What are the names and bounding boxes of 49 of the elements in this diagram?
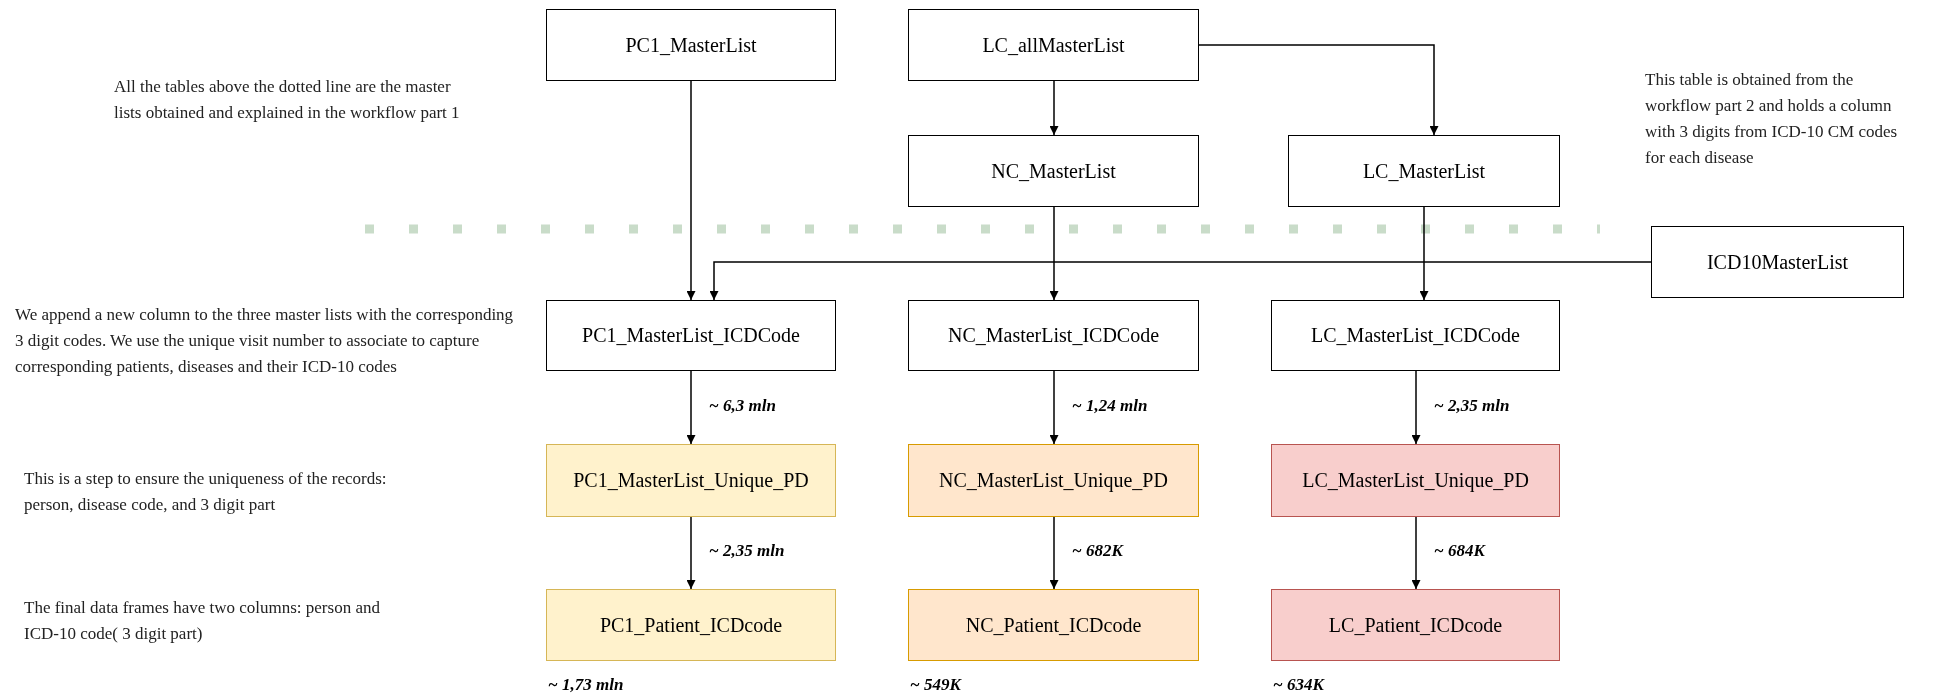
arrow: [1411, 516, 1421, 590]
arrow: [1049, 516, 1059, 590]
table-box: [908, 9, 1199, 81]
table-name: NC_MasterList_ICDCode: [947, 324, 1160, 347]
table-name: LC_MasterList: [1362, 159, 1486, 183]
table-box: [546, 444, 836, 517]
table-name: PC1_Patient_ICDcode: [599, 613, 783, 637]
table-name: ICD10MasterList: [1706, 250, 1849, 274]
table-name: PC1_MasterList_Unique_PD: [573, 469, 809, 492]
arrow: [686, 80, 696, 301]
table-name: LC_MasterList_ICDCode: [1311, 324, 1520, 347]
table-box: [1271, 300, 1560, 371]
annotation-note: We append a new column to the three master lists with the corresponding 3 digit codes. We use the unique visit number to associate to capture corresponding patients, diseases and their ICD-10 codes: [15, 304, 515, 378]
table-box: [1651, 226, 1904, 298]
row-count: ~ 634K: [1273, 675, 1324, 695]
table-name: LC_Patient_ICDcode: [1328, 613, 1503, 637]
arrow: [709, 261, 1652, 301]
annotation-note: This is a step to ensure the uniqueness of the records: person, disease code, and 3 digit part: [24, 468, 388, 516]
arrow: [1419, 206, 1429, 301]
arrow: [686, 516, 696, 590]
arrow: [1411, 370, 1421, 445]
table-name: NC_MasterList_Unique_PD: [939, 469, 1168, 492]
table-box: [546, 300, 836, 371]
edge-label: ~ 2,35 mln: [707, 541, 787, 561]
annotation-note: The final data frames have two columns: person and ICD-10 code( 3 digit part): [24, 597, 381, 645]
table-box: [546, 589, 836, 661]
annotation-note: This table is obtained from the workflow part 2 and holds a column with 3 digits from ICD-10 CM codes for each disease: [1645, 69, 1899, 169]
arrow: [1049, 206, 1059, 301]
table-name: LC_allMasterList: [982, 33, 1125, 57]
table-name: NC_Patient_ICDcode: [965, 613, 1142, 637]
table-box: [908, 444, 1199, 517]
table-box: [908, 300, 1199, 371]
table-box: [908, 589, 1199, 661]
table-box: [908, 135, 1199, 207]
arrow: [1198, 44, 1439, 136]
table-box: [1271, 444, 1560, 517]
row-count: ~ 549K: [910, 675, 961, 695]
annotation-note: All the tables above the dotted line are the master lists obtained and explained in the workflow part 1: [114, 76, 461, 124]
arrow: [1049, 370, 1059, 445]
table-name: NC_MasterList: [991, 159, 1116, 183]
arrow: [1049, 80, 1059, 136]
table-name: PC1_MasterList: [625, 33, 757, 57]
table-name: LC_MasterList_Unique_PD: [1302, 469, 1529, 492]
table-name: PC1_MasterList_ICDCode: [582, 324, 800, 347]
row-count: ~ 1,73 mln: [548, 675, 624, 695]
table-box: [1271, 589, 1560, 661]
table-box: [546, 9, 836, 81]
table-box: [1288, 135, 1560, 207]
arrow: [686, 370, 696, 445]
